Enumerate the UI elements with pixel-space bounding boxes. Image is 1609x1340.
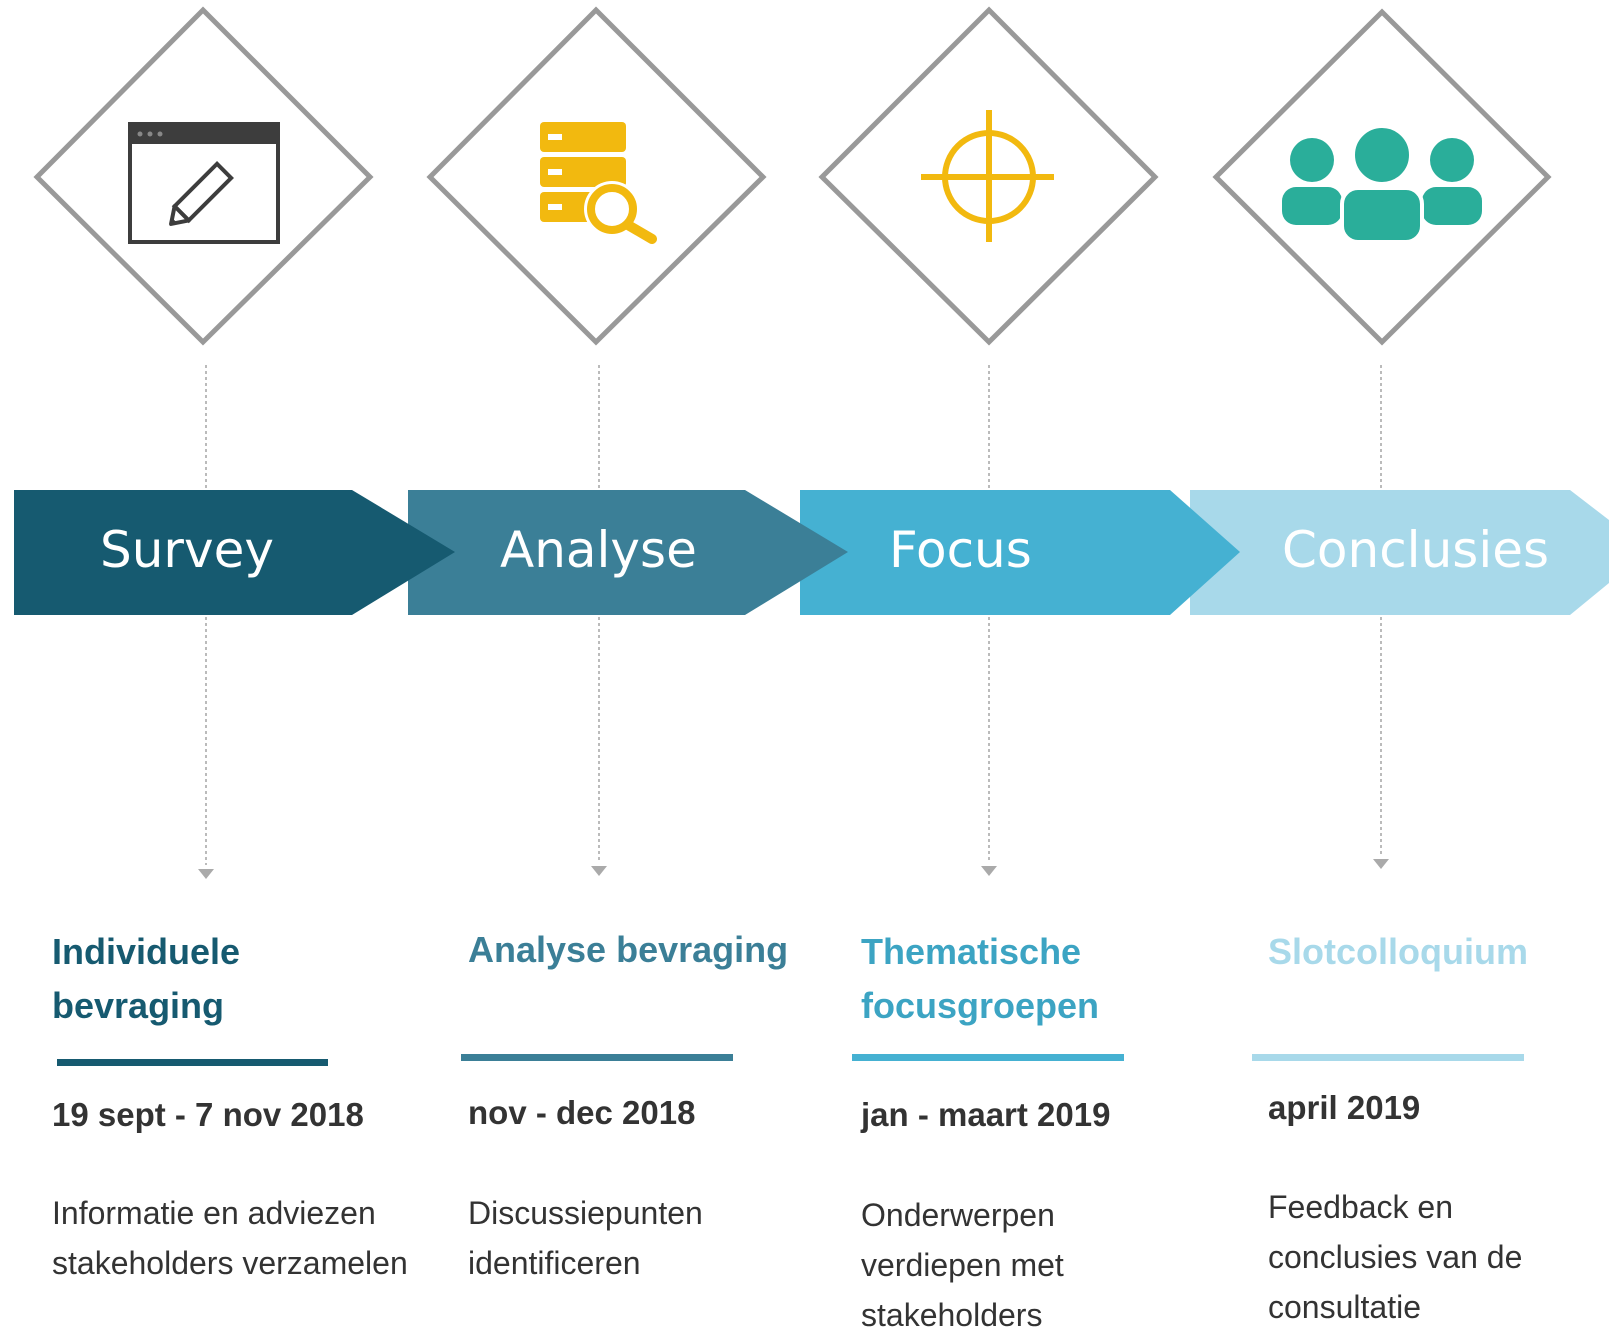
- survey-window-pencil-icon: [128, 122, 280, 244]
- step-description-2: Discussiepunten identificeren: [468, 1195, 703, 1281]
- chevron-arrows: [14, 490, 1609, 615]
- underline-1: [57, 1059, 328, 1066]
- underline-4: [1252, 1054, 1524, 1061]
- connector-arrowheads: [198, 859, 1389, 879]
- title-underlines: [57, 1054, 1524, 1066]
- database-search-icon: [540, 122, 657, 244]
- chevron-label-focus: Focus: [889, 521, 1032, 579]
- arrowhead-4: [1373, 859, 1389, 869]
- chevron-conclusies: [1190, 490, 1609, 615]
- people-group-icon: [1282, 124, 1482, 244]
- step-date-4: april 2019: [1268, 1089, 1421, 1126]
- step-date-3: jan - maart 2019: [861, 1096, 1111, 1133]
- step-date-2: nov - dec 2018: [468, 1094, 696, 1131]
- underline-3: [852, 1054, 1124, 1061]
- crosshair-target-icon: [921, 110, 1054, 242]
- step-title-1: Individuele bevraging: [52, 931, 241, 1026]
- arrowhead-2: [591, 866, 607, 876]
- chevron-label-survey: Survey: [100, 521, 274, 579]
- step-description-4: Feedback en conclusies van de consultati…: [1268, 1189, 1523, 1325]
- step-title-2: Analyse bevraging: [468, 929, 789, 970]
- step-title-4: Slotcolloquium: [1268, 931, 1528, 972]
- step-description-1: Informatie en adviezen stakeholders verz…: [52, 1195, 408, 1281]
- chevron-analyse: [408, 490, 848, 615]
- arrowhead-1: [198, 869, 214, 879]
- chevron-label-conclusies: Conclusies: [1282, 521, 1550, 579]
- chevron-survey: [14, 490, 455, 615]
- step-description-3: Onderwerpen verdiepen met stakeholders: [861, 1197, 1064, 1333]
- underline-2: [461, 1054, 733, 1061]
- step-title-3: Thematische focusgroepen: [861, 931, 1100, 1026]
- chevron-label-analyse: Analyse: [500, 521, 697, 579]
- arrowhead-3: [981, 866, 997, 876]
- step-date-1: 19 sept - 7 nov 2018: [52, 1096, 364, 1133]
- chevron-focus: [800, 490, 1240, 615]
